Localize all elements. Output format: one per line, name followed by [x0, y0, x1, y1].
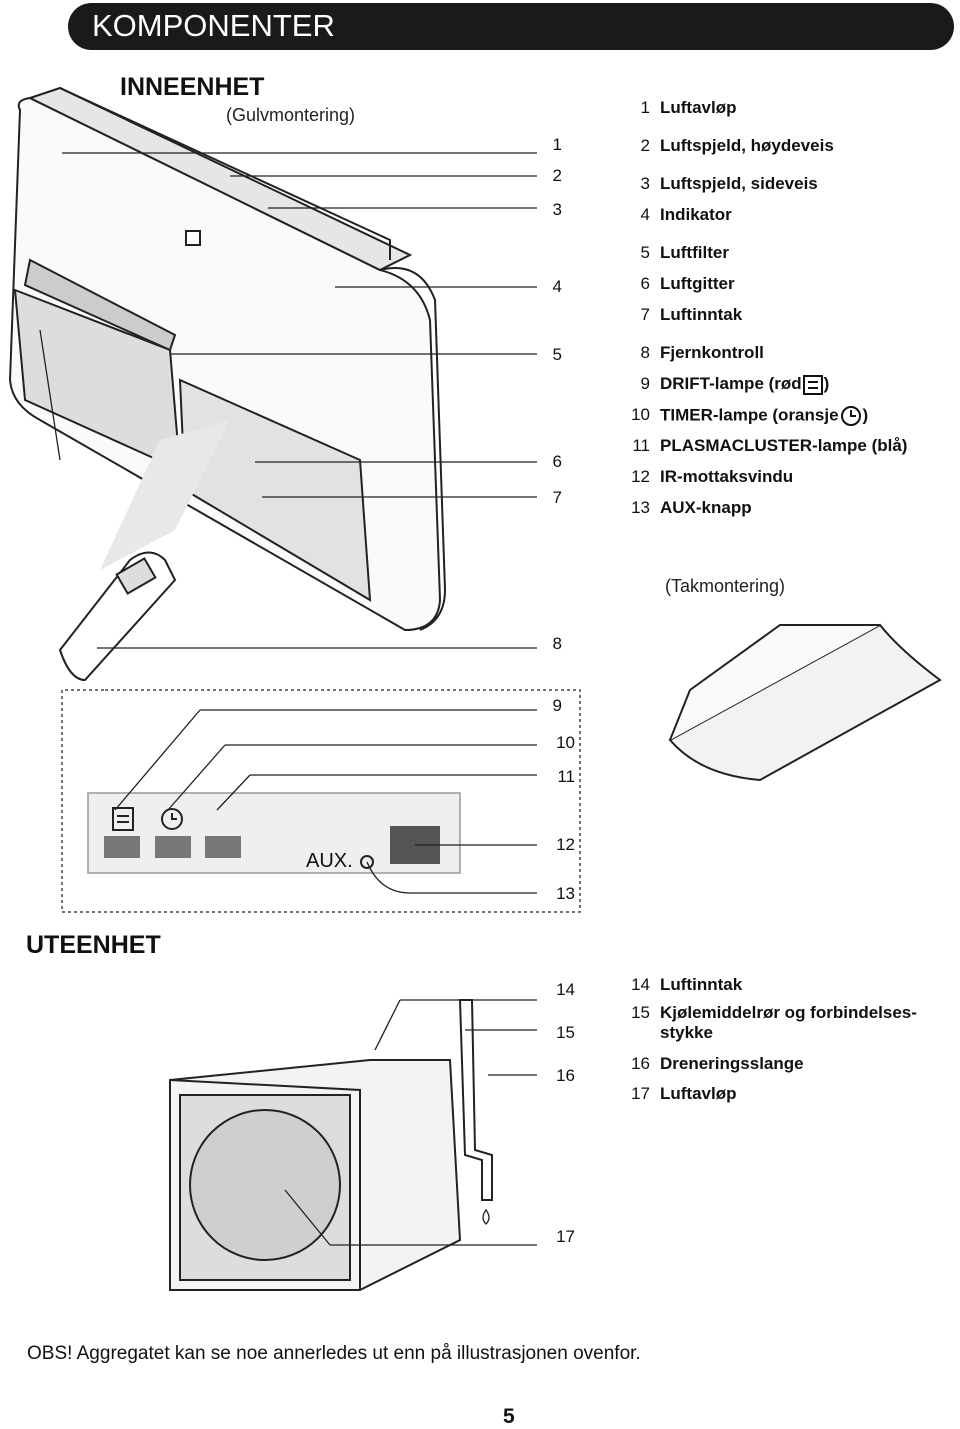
callout-12: 12 — [556, 835, 575, 854]
panel-leader-lines — [114, 709, 537, 894]
callout-15: 15 — [556, 1023, 575, 1042]
callout-1: 1 — [552, 135, 562, 154]
note-text: OBS! Aggregatet kan se noe annerledes ut… — [27, 1343, 641, 1364]
outdoor-heading: UTEENHET — [26, 931, 161, 959]
page-number: 5 — [503, 1405, 515, 1428]
callout-11: 11 — [557, 767, 575, 786]
ceiling-caption: (Takmontering) — [665, 576, 786, 596]
header-bar — [68, 3, 954, 50]
floor-caption: (Gulvmontering) — [226, 105, 356, 125]
callout-5: 5 — [552, 345, 562, 364]
outdoor-leader-lines — [284, 999, 537, 1246]
callout-3: 3 — [552, 200, 562, 219]
callout-7: 7 — [552, 488, 562, 507]
callout-13: 13 — [556, 884, 575, 903]
callout-2: 2 — [552, 166, 562, 185]
outdoor-unit-illustration — [169, 999, 493, 1291]
callout-14: 14 — [556, 980, 575, 999]
aux-label: AUX. — [306, 850, 353, 872]
callout-10: 10 — [556, 733, 575, 752]
operation-icon — [802, 374, 823, 395]
page-title: KOMPONENTER — [92, 8, 335, 43]
indoor-heading: INNEENHET — [120, 73, 265, 101]
callout-9: 9 — [552, 696, 562, 715]
indoor-leader-lines — [39, 152, 537, 649]
callout-16: 16 — [556, 1066, 575, 1085]
callout-8: 8 — [552, 634, 562, 653]
timer-icon — [840, 406, 861, 426]
callout-4: 4 — [552, 277, 562, 296]
legend-item-15-cont: stykke — [660, 1023, 713, 1042]
callout-6: 6 — [552, 452, 562, 471]
indoor-unit-illustration — [8, 86, 447, 682]
callout-17: 17 — [556, 1227, 575, 1246]
ceiling-unit-illustration — [668, 623, 942, 782]
indicator-panel — [61, 689, 581, 913]
